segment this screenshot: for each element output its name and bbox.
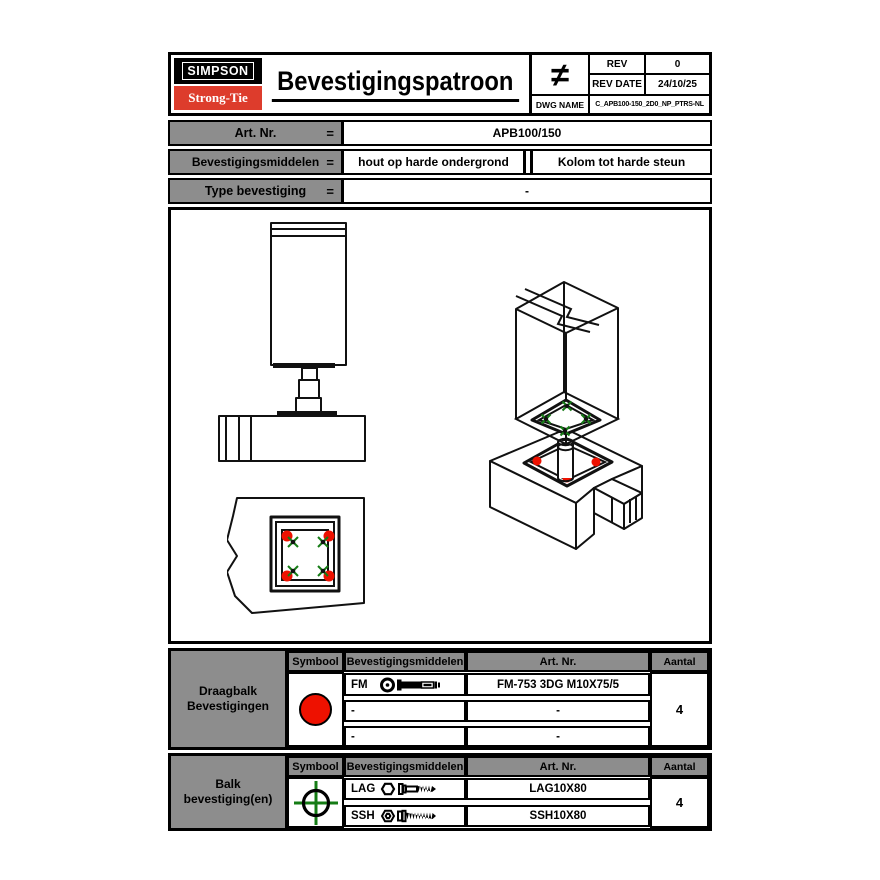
col-header-aantal: Aantal bbox=[650, 756, 709, 777]
info-label-type: Type bevestiging = bbox=[170, 180, 344, 202]
beam-front-view bbox=[218, 415, 366, 462]
col-header-aantal: Aantal bbox=[650, 651, 709, 672]
logo-simpson-text: SIMPSON bbox=[182, 62, 254, 80]
info-value-type: - bbox=[525, 184, 529, 198]
ssh-screw-icon bbox=[380, 809, 436, 823]
symbol-cell-balk bbox=[287, 777, 344, 828]
fastener-table-draagbalk: Draagbalk Bevestigingen Symbool Bevestig… bbox=[168, 648, 712, 750]
artnr-empty1: - bbox=[466, 700, 650, 722]
info-value-artnr: APB100/150 bbox=[492, 126, 562, 140]
col-header-middelen: Bevestigingsmiddelen bbox=[344, 756, 466, 777]
col-header-middelen: Bevestigingsmiddelen bbox=[344, 651, 466, 672]
pedestal-iso bbox=[557, 437, 574, 483]
dwg-name-value: C_APB100-150_2D0_NP_PTRS-NL bbox=[595, 101, 704, 108]
not-to-scale-icon: ≠ bbox=[532, 55, 590, 96]
fastener-code: - bbox=[351, 705, 355, 717]
plan-detail-drawing bbox=[227, 497, 365, 614]
drawing-area bbox=[168, 207, 712, 644]
info-value-middelen-left: hout op harde ondergrond bbox=[344, 151, 526, 173]
col-header-artnr: Art. Nr. bbox=[466, 651, 650, 672]
aantal-value-balk: 4 bbox=[650, 777, 709, 828]
group-label-draagbalk: Draagbalk Bevestigingen bbox=[171, 651, 287, 747]
group-label-balk: Balk bevestiging(en) bbox=[171, 756, 287, 828]
column-front-view bbox=[270, 222, 347, 366]
fastener-row-ssh: SSH bbox=[344, 805, 466, 827]
info-row-type: Type bevestiging = - bbox=[168, 178, 712, 204]
info-label-text: Type bevestiging bbox=[204, 184, 307, 198]
simpson-strongtie-logo: SIMPSON Strong-Tie bbox=[174, 58, 262, 110]
screw-symbol-crosshair bbox=[293, 780, 338, 825]
page-title: Bevestigingspatroon bbox=[271, 66, 519, 102]
group-label-line2: bevestiging(en) bbox=[183, 792, 273, 806]
info-label-artnr: Art. Nr. = bbox=[170, 122, 344, 144]
equals-sign: = bbox=[326, 154, 334, 170]
artnr-fm: FM-753 3DG M10X75/5 bbox=[466, 673, 650, 696]
sheet-title-area: Bevestigingspatroon bbox=[263, 55, 527, 113]
info-label-middelen: Bevestigingsmiddelen = bbox=[170, 151, 344, 173]
not-equal-glyph: ≠ bbox=[550, 55, 570, 93]
artnr-empty2: - bbox=[466, 726, 650, 747]
group-label-line1: Draagbalk bbox=[198, 684, 258, 698]
column-outline-plan bbox=[281, 529, 329, 581]
front-view-drawing bbox=[218, 222, 366, 462]
baseplate-mid bbox=[275, 521, 335, 587]
equals-sign: = bbox=[326, 125, 334, 141]
anchor-symbol-red-dot bbox=[299, 693, 332, 726]
anchor-bolt-icon bbox=[380, 677, 440, 692]
fastener-code: SSH bbox=[351, 810, 375, 822]
info-label-text: Art. Nr. bbox=[234, 126, 277, 140]
fastener-code: LAG bbox=[351, 783, 376, 795]
screw-positions bbox=[287, 536, 329, 577]
logo-simpson-band: SIMPSON bbox=[174, 58, 262, 84]
revision-block: ≠ REV 0 REV DATE 24/10/25 DWG NAME C_APB… bbox=[529, 55, 709, 113]
rev-date-value: 24/10/25 bbox=[646, 75, 709, 96]
col-header-artnr: Art. Nr. bbox=[466, 756, 650, 777]
info-row-artnr: Art. Nr. = APB100/150 bbox=[168, 120, 712, 146]
artnr-lag: LAG10X80 bbox=[466, 778, 650, 800]
fastener-row-lag: LAG bbox=[344, 778, 466, 800]
col-header-symbool: Symbool bbox=[287, 651, 344, 672]
info-value-middelen-right: Kolom tot harde steun bbox=[530, 151, 710, 173]
lag-screw-icon bbox=[381, 782, 437, 796]
rev-date-label: REV DATE bbox=[590, 75, 646, 96]
col-header-symbool: Symbool bbox=[287, 756, 344, 777]
logo-strongtie-text: Strong-Tie bbox=[188, 90, 248, 105]
aantal-value-draagbalk: 4 bbox=[650, 672, 709, 747]
rev-value: 0 bbox=[646, 55, 709, 75]
group-label-line1: Balk bbox=[215, 777, 241, 791]
info-row-middelen: Bevestigingsmiddelen = hout op harde ond… bbox=[168, 149, 712, 175]
fastener-code: FM bbox=[351, 678, 368, 691]
rev-label: REV bbox=[590, 55, 646, 75]
fastener-row-fm: FM bbox=[344, 673, 466, 696]
fastener-row-empty1: - bbox=[344, 700, 466, 722]
logo-strongtie-band: Strong-Tie bbox=[174, 86, 262, 110]
fastener-row-empty2: - bbox=[344, 726, 466, 747]
column-baseplate-iso bbox=[530, 398, 602, 437]
dwg-name-label: DWG NAME bbox=[532, 96, 590, 113]
info-label-text: Bevestigingsmiddelen bbox=[191, 155, 320, 169]
artnr-ssh: SSH10X80 bbox=[466, 805, 650, 827]
equals-sign: = bbox=[326, 183, 334, 199]
fastener-code: - bbox=[351, 730, 355, 743]
title-block: SIMPSON Strong-Tie Bevestigingspatroon ≠… bbox=[168, 52, 712, 116]
group-label-line2: Bevestigingen bbox=[186, 699, 270, 713]
column-iso bbox=[513, 281, 621, 446]
post-base-front-view bbox=[273, 363, 337, 416]
isometric-drawing bbox=[489, 281, 643, 550]
symbol-cell-draagbalk bbox=[287, 672, 344, 747]
fastener-table-balk: Balk bevestiging(en) Symbool Bevestiging… bbox=[168, 753, 712, 831]
